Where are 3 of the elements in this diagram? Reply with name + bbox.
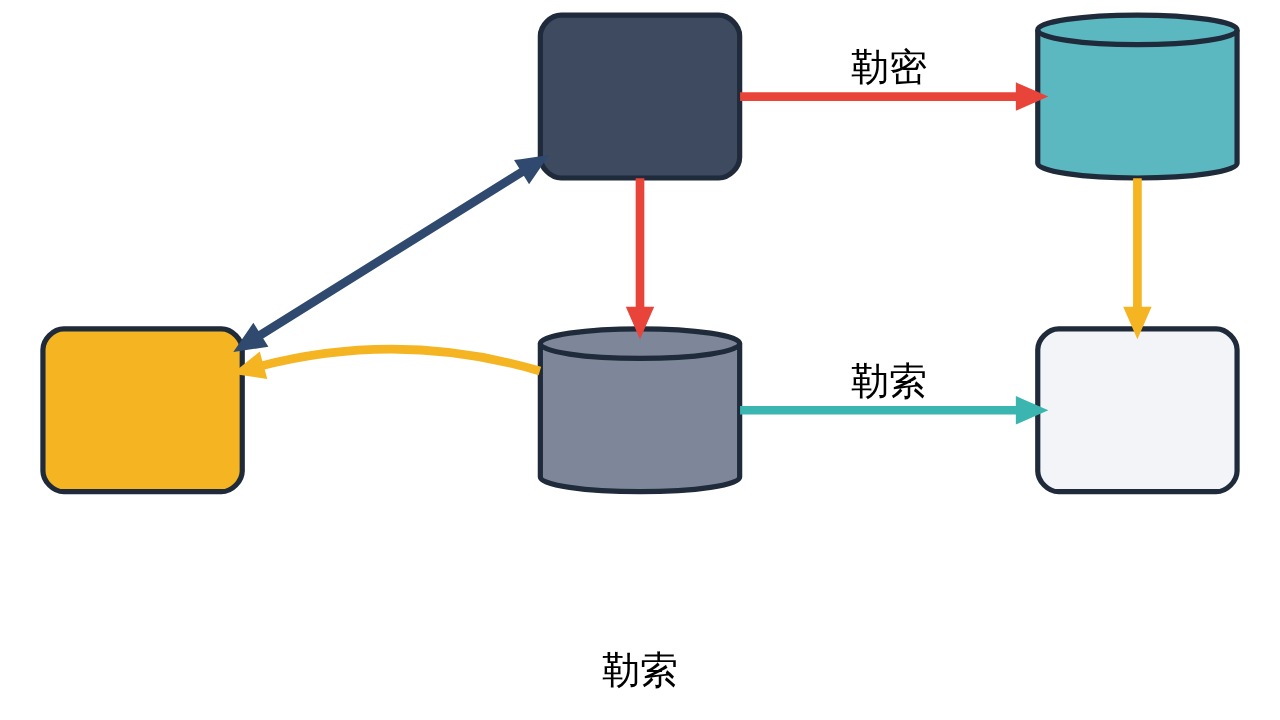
label: 勒索 [602,648,678,693]
edge-label: 勒密 [850,45,927,90]
edge-label: 勒索 [850,358,927,403]
